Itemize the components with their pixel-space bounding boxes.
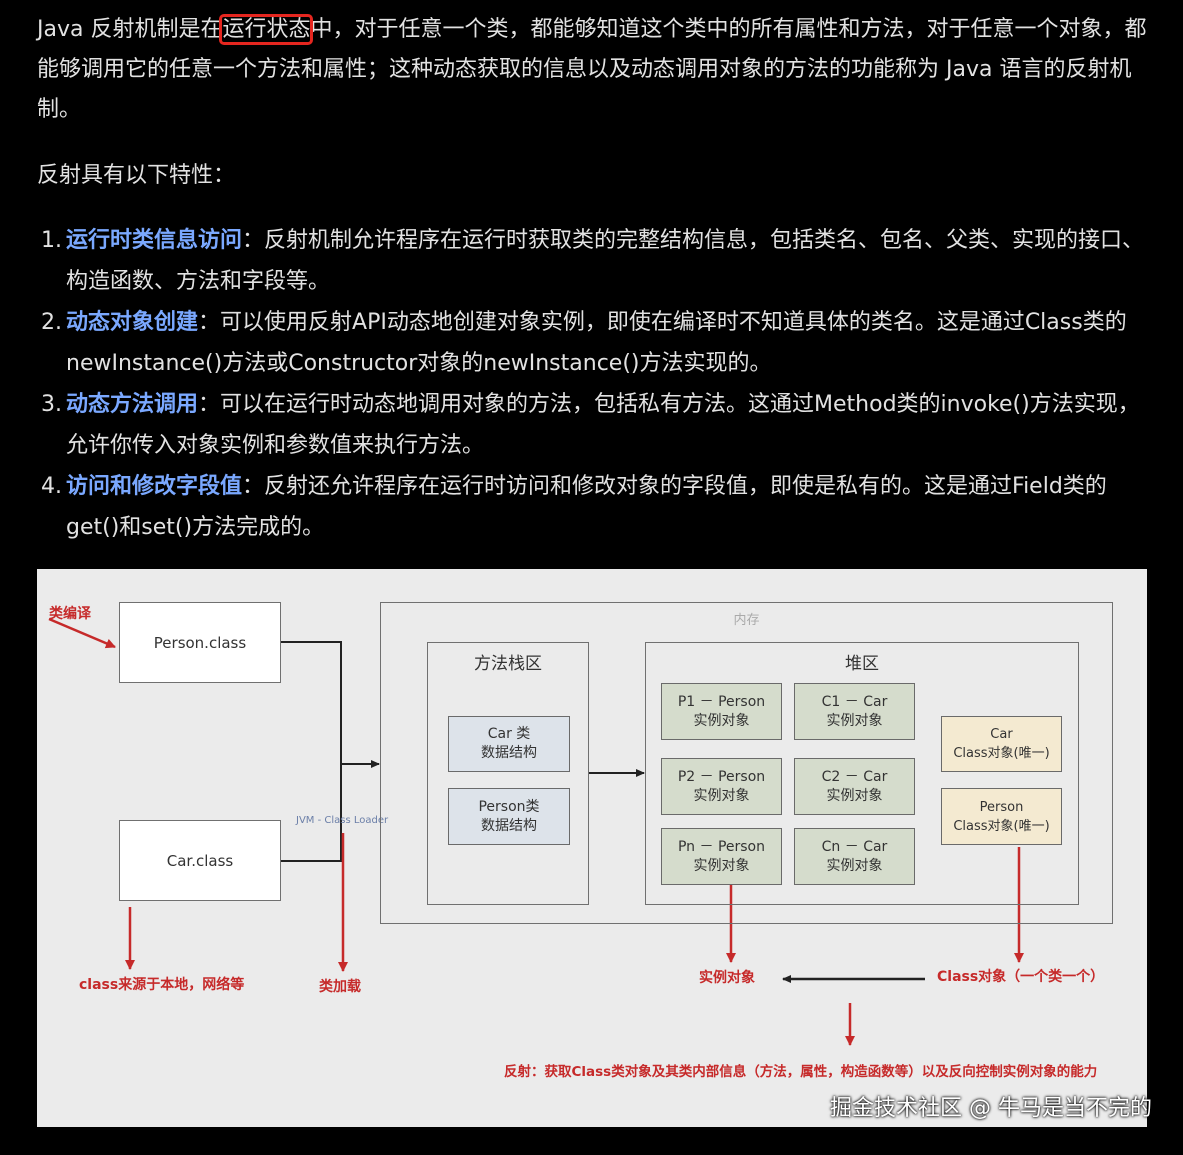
car-class-file: Car.class	[119, 820, 281, 901]
intro-paragraph: Java 反射机制是在运行状态中，对于任意一个类，都能够知道这个类中的所有属性和…	[37, 10, 1152, 130]
class-load-note: 类加载	[319, 979, 361, 995]
person-class-connector	[281, 641, 342, 764]
intro-text-after: 中，对于任意一个类，都能够知道这个类中的所有属性和方法，对于任意一个对象，都能够…	[37, 17, 1147, 122]
compile-arrow	[48, 617, 116, 649]
instance-object-pn: Pn － Person 实例对象	[661, 828, 782, 885]
method-area: 方法栈区 Car 类 数据结构 Person类 数据结构	[427, 642, 589, 905]
intro-highlight: 运行状态	[219, 14, 314, 45]
class-object-note: Class对象（一个类一个）	[937, 969, 1105, 985]
intro-text-before: Java 反射机制是在	[37, 17, 223, 42]
reflection-diagram: 类编译 Person.class Car.class JVM - Class L…	[37, 569, 1147, 1127]
instance-object-cn: Cn － Car 实例对象	[794, 828, 915, 885]
memory-region: 内存 方法栈区 Car 类 数据结构 Person类 数据结构 堆区 P1 － …	[380, 602, 1113, 924]
feature-title: 动态方法调用	[66, 392, 199, 417]
person-class-file: Person.class	[119, 602, 281, 683]
list-item: 2.动态对象创建：可以使用反射API动态地创建对象实例，即使在编译时不知道具体的…	[41, 310, 1127, 376]
reflection-definition-note: 反射：获取Class类对象及其类内部信息（方法，属性，构造函数等）以及反向控制实…	[504, 1064, 1098, 1080]
feature-title: 动态对象创建	[66, 310, 199, 335]
list-item: 1.运行时类信息访问：反射机制允许程序在运行时获取类的完整结构信息，包括类名、包…	[41, 228, 1145, 294]
list-item: 4.访问和修改字段值：反射还允许程序在运行时访问和修改对象的字段值，即使是私有的…	[41, 474, 1107, 540]
instance-object-c1: C1 － Car 实例对象	[794, 683, 915, 740]
feature-title: 运行时类信息访问	[66, 228, 243, 253]
instance-object-p1: P1 － Person 实例对象	[661, 683, 782, 740]
list-item: 3.动态方法调用：可以在运行时动态地调用对象的方法，包括私有方法。这通过Meth…	[41, 392, 1140, 458]
class-source-note: class来源于本地，网络等	[79, 977, 245, 993]
car-class-object: Car Class对象(唯一)	[941, 716, 1062, 772]
person-class-object: Person Class对象(唯一)	[941, 788, 1062, 845]
watermark: 掘金技术社区 @ 牛马是当不完的	[830, 1096, 1152, 1121]
compile-note: 类编译	[49, 606, 91, 622]
instance-object-p2: P2 － Person 实例对象	[661, 758, 782, 815]
features-list: 1.运行时类信息访问：反射机制允许程序在运行时获取类的完整结构信息，包括类名、包…	[37, 220, 1152, 548]
instance-object-note: 实例对象	[699, 970, 755, 986]
car-data-structure: Car 类 数据结构	[448, 716, 570, 772]
memory-label: 内存	[733, 613, 760, 628]
article: Java 反射机制是在运行状态中，对于任意一个类，都能够知道这个类中的所有属性和…	[37, 10, 1152, 548]
person-data-structure: Person类 数据结构	[448, 788, 570, 845]
instance-object-c2: C2 － Car 实例对象	[794, 758, 915, 815]
car-class-connector	[281, 764, 342, 862]
heap-area-title: 堆区	[845, 654, 879, 674]
classloader-label: JVM - Class Loader	[296, 815, 389, 826]
feature-title: 访问和修改字段值	[66, 474, 243, 499]
method-area-title: 方法栈区	[474, 654, 542, 674]
features-intro: 反射具有以下特性：	[37, 163, 236, 188]
heap-area: 堆区 P1 － Person 实例对象 C1 － Car 实例对象 P2 － P…	[645, 642, 1079, 905]
